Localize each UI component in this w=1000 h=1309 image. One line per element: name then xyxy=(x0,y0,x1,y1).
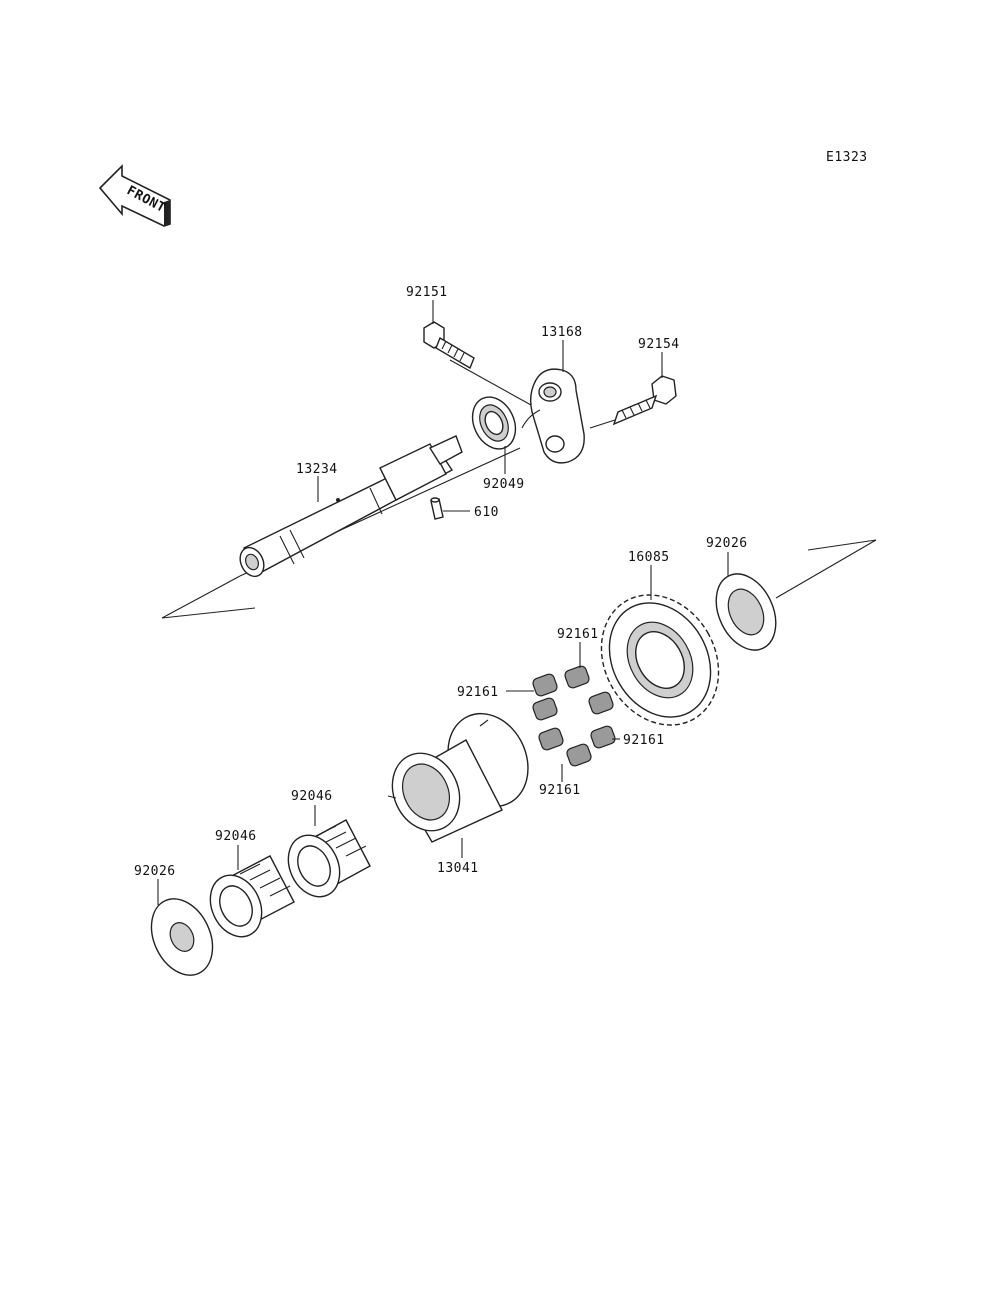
oil-seal-92049 xyxy=(471,396,517,450)
needle-bearing-92046-upper xyxy=(287,819,371,898)
washer-92026-right xyxy=(715,573,777,651)
label-92161-top: 92161 xyxy=(557,627,599,642)
needle-bearing-92046-lower xyxy=(209,855,295,938)
lever-13168 xyxy=(521,368,585,464)
label-16085: 16085 xyxy=(628,550,670,565)
washer-92026-left xyxy=(150,898,214,976)
bolt-92154 xyxy=(612,375,677,426)
gear-16085 xyxy=(600,594,720,726)
bolt-92151 xyxy=(423,321,475,370)
label-92161-bottom: 92161 xyxy=(539,783,581,798)
label-92151: 92151 xyxy=(406,285,448,300)
label-92049: 92049 xyxy=(483,477,525,492)
front-arrow-icon: FRONT xyxy=(98,164,171,227)
label-13234: 13234 xyxy=(296,462,338,477)
label-13168: 13168 xyxy=(541,325,583,340)
label-92046-lower: 92046 xyxy=(215,829,257,844)
label-92161-right: 92161 xyxy=(623,733,665,748)
damper-set-92161 xyxy=(532,665,616,767)
diagram-code: E1323 xyxy=(826,150,868,165)
hub-13041 xyxy=(387,712,529,843)
label-92046-upper: 92046 xyxy=(291,789,333,804)
label-610: 610 xyxy=(474,505,499,520)
shaft-13234 xyxy=(239,435,463,578)
label-13041: 13041 xyxy=(437,861,479,876)
label-92154: 92154 xyxy=(638,337,680,352)
label-92026-right: 92026 xyxy=(706,536,748,551)
label-92161-left: 92161 xyxy=(457,685,499,700)
label-92026-left: 92026 xyxy=(134,864,176,879)
pin-610 xyxy=(430,497,444,520)
